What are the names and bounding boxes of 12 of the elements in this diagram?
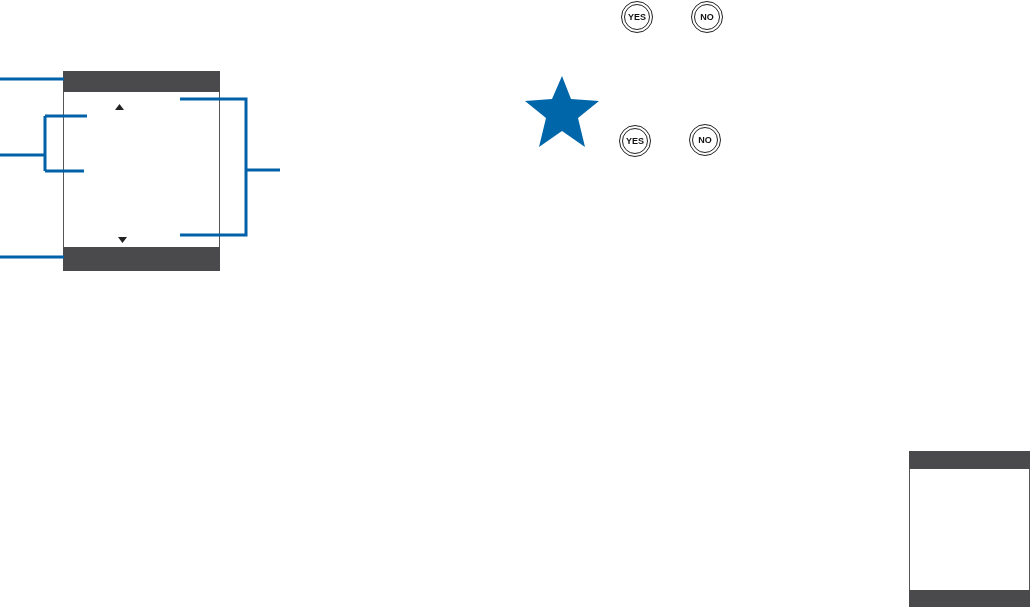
- screen-frame: [909, 451, 1030, 607]
- round-button: YES: [619, 125, 651, 157]
- round-button: NO: [689, 124, 721, 156]
- round-button: NO: [691, 1, 723, 33]
- screen-frame: [63, 71, 220, 271]
- leader-line: [0, 255, 64, 259]
- round-button: YES: [621, 1, 653, 33]
- screen-bar: [63, 71, 220, 92]
- screen-bar: [909, 590, 1030, 607]
- screen-bar: [909, 451, 1030, 469]
- leader-line: [0, 77, 64, 81]
- screen-bar: [63, 247, 220, 271]
